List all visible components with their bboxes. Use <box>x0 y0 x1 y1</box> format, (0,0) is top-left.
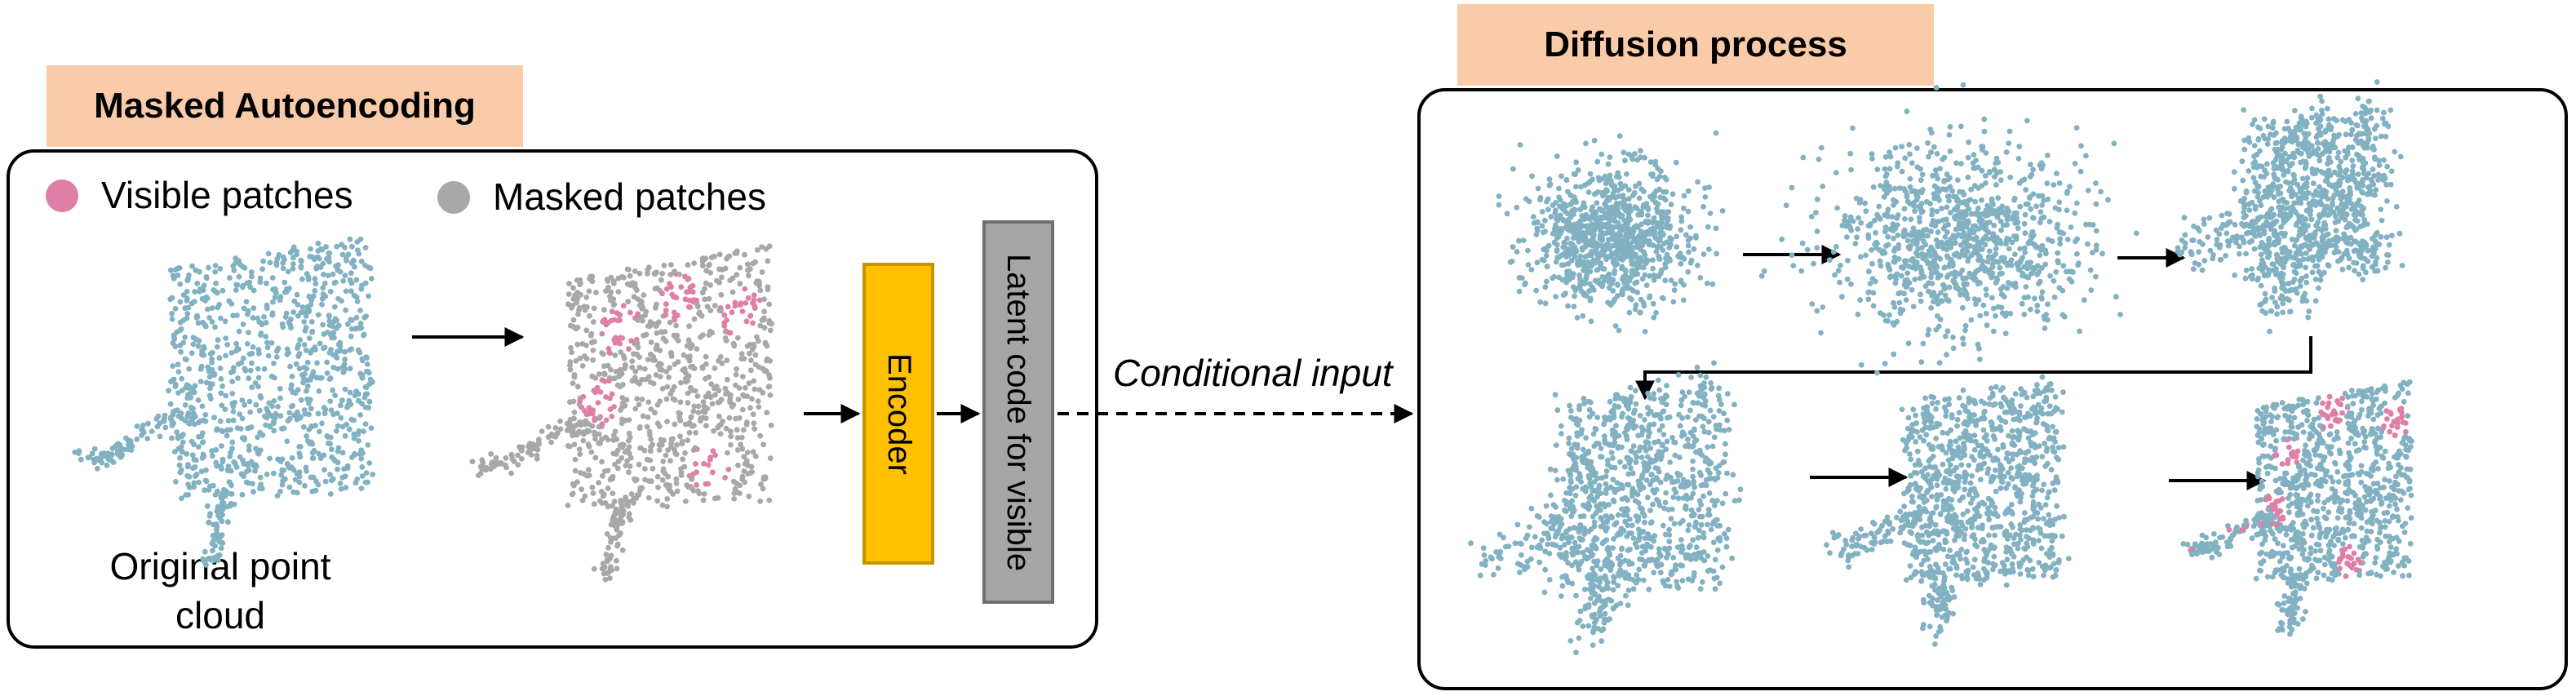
point-clouds <box>73 79 2414 655</box>
